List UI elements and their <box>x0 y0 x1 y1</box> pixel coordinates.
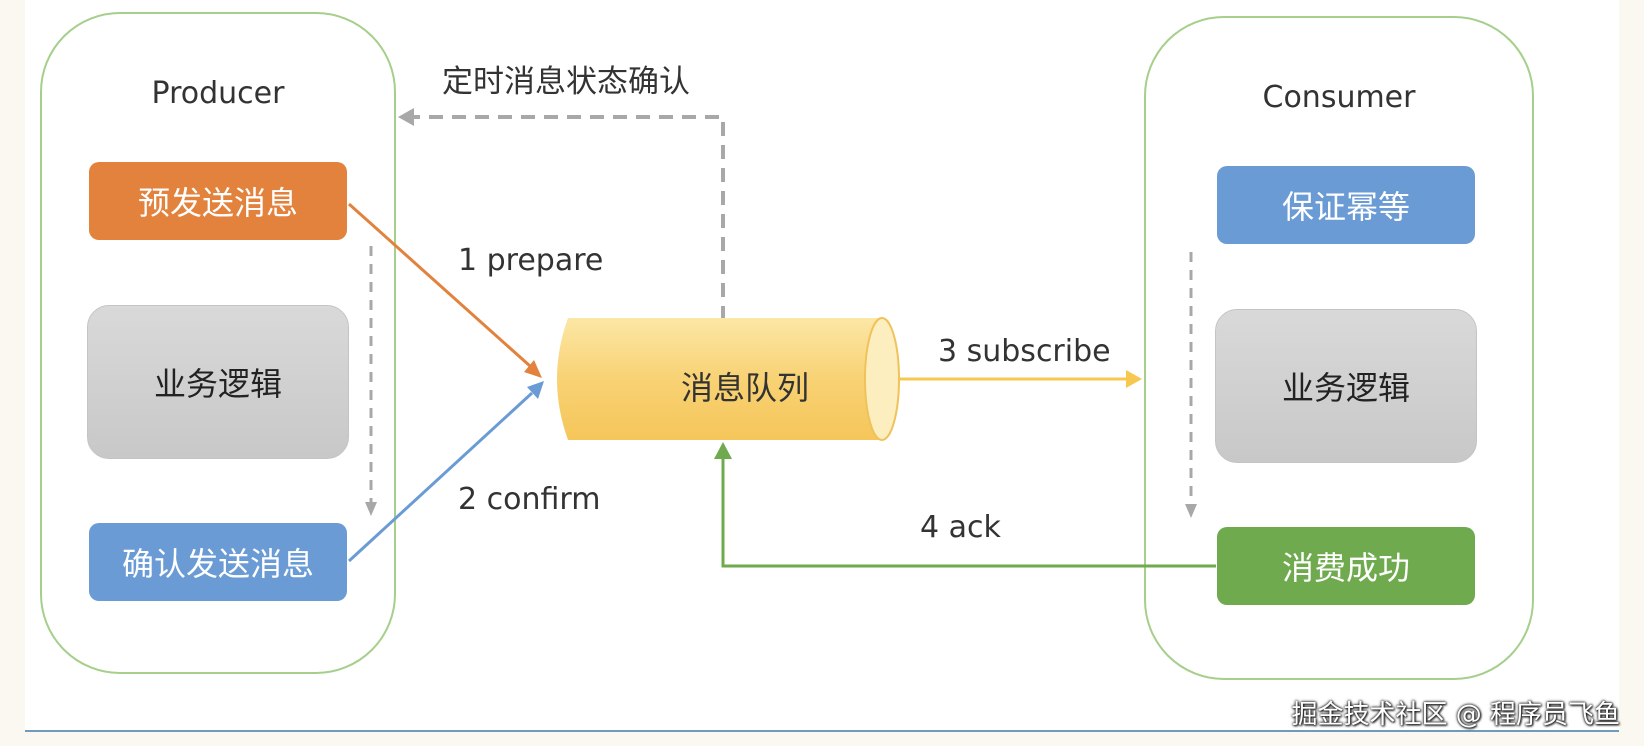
producer-title: Producer <box>151 76 285 111</box>
prepare-arrowhead <box>524 360 542 378</box>
ack-label: 4 ack <box>920 510 1001 545</box>
prepare-label: 1 prepare <box>458 243 604 278</box>
ack-arrowhead <box>714 442 732 459</box>
subscribe-arrowhead <box>1126 370 1142 388</box>
idempotent-box: 保证幂等 <box>1217 166 1475 244</box>
confirm-send-message-box: 确认发送消息 <box>89 523 347 601</box>
scheduled-check-arrow <box>412 115 725 320</box>
consumer-business-logic-box: 业务逻辑 <box>1215 309 1477 463</box>
bottom-divider <box>25 730 1619 732</box>
confirm-send-message-label: 确认发送消息 <box>121 545 314 583</box>
consume-success-box: 消费成功 <box>1217 527 1475 605</box>
prepare-arrow <box>347 202 532 368</box>
pre-send-message-box: 预发送消息 <box>89 162 347 240</box>
producer-flow-arrowhead <box>365 502 377 516</box>
confirm-label: 2 confirm <box>458 482 601 517</box>
consumer-business-logic-label: 业务逻辑 <box>1281 369 1410 407</box>
message-queue-label: 消息队列 <box>680 369 809 407</box>
producer-business-logic-box: 业务逻辑 <box>87 305 349 459</box>
confirm-arrowhead <box>527 381 544 399</box>
consumer-title: Consumer <box>1262 80 1416 115</box>
consume-success-label: 消费成功 <box>1281 549 1410 587</box>
idempotent-label: 保证幂等 <box>1281 188 1410 226</box>
scheduled-check-label: 定时消息状态确认 <box>442 64 690 100</box>
confirm-arrow <box>347 391 534 563</box>
ack-arrow <box>721 458 1216 568</box>
message-queue-cylinder <box>557 317 900 441</box>
producer-business-logic-label: 业务逻辑 <box>153 365 282 403</box>
subscribe-label: 3 subscribe <box>938 334 1111 369</box>
consumer-flow-arrowhead <box>1185 504 1197 518</box>
watermark: 掘金技术社区 @ 程序员飞鱼 <box>1291 700 1620 730</box>
scheduled-check-arrowhead <box>398 108 414 126</box>
pre-send-message-label: 预发送消息 <box>137 184 298 222</box>
